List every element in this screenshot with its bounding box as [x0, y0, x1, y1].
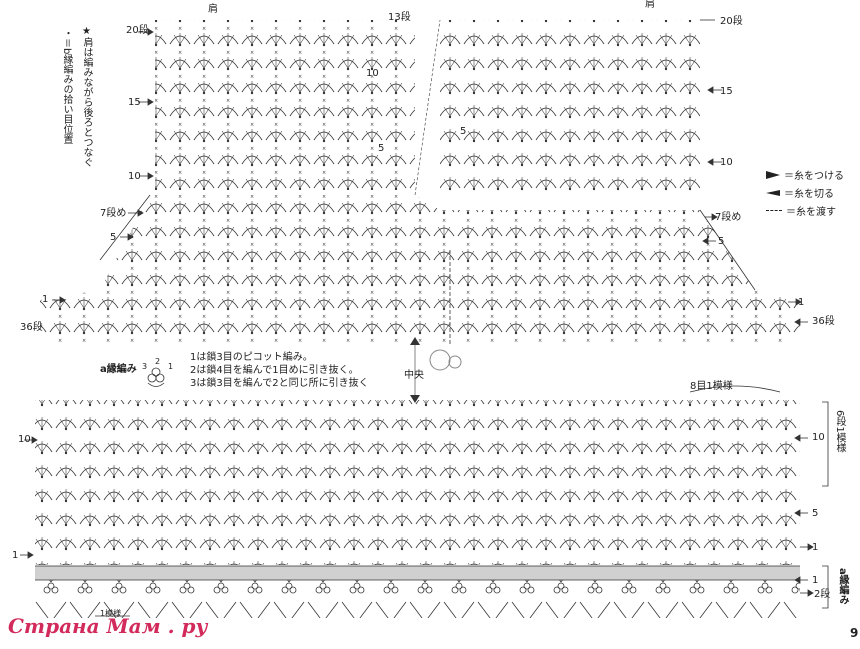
edging-num-3: 3: [142, 362, 148, 371]
row-20-left-label: 20段: [126, 25, 149, 36]
watermark: Страна Мам . ру: [8, 614, 208, 638]
edge-row-1-right-label: 1: [812, 575, 819, 586]
left-shoulder-panel: [155, 20, 415, 190]
repeat-8-label: 8目1模様: [690, 381, 733, 392]
right-shoulder-panel: [440, 20, 700, 195]
row-5-right-label: 5: [718, 236, 725, 247]
row-15-left-label: 15: [128, 97, 141, 108]
legend-carry: ＝糸を渡す: [766, 203, 836, 218]
a-edge-side-label: a縁編み: [837, 568, 848, 605]
edging-step-3: 3は鎖3目を編んで2と同じ所に引き抜く: [190, 378, 369, 389]
edging-num-1: 1: [168, 362, 174, 371]
edging-step-1: 1は鎖3目のピコット編み。: [190, 352, 313, 363]
inner-row-5-left-label: 5: [378, 143, 385, 154]
row-5-left-label: 5: [110, 232, 117, 243]
body-row-1-right-label: 1: [812, 542, 819, 553]
row-36-left-label: 36段: [20, 322, 43, 333]
edging-num-2: 2: [155, 357, 161, 366]
body-row-10-left-label: 10: [18, 434, 31, 445]
body-row-10-right-label: 10: [812, 432, 825, 443]
page-corner: 9: [850, 626, 859, 640]
row-10-left-label: 10: [128, 171, 141, 182]
legend-attach: ＝糸をつける: [766, 167, 844, 182]
row-36-right-label: 36段: [812, 316, 835, 327]
legend-cut: ＝糸を切る: [766, 185, 834, 200]
inner-row-10-label: 10: [366, 68, 379, 79]
shoulder-join-note: ★肩は編みながら後ろとつなぐ: [81, 26, 92, 167]
rows-repeat-label: 6段1模様: [834, 410, 845, 453]
yoke-panel: [40, 195, 800, 345]
edging-title: a縁編み: [100, 364, 137, 375]
row-1-left-label: 1: [42, 294, 49, 305]
edging-band: [35, 566, 800, 580]
row-1-right-label: 1: [798, 297, 805, 308]
row-7-right-label: 7段め: [715, 212, 742, 223]
edge-row-2-label: 2段: [814, 589, 831, 600]
body-row-5-right-label: 5: [812, 508, 819, 519]
pickup-position-note: ・＝b縁編みの拾い目位置: [61, 28, 72, 145]
legend-carry-text: ＝糸を渡す: [786, 207, 836, 218]
right-shoulder-label: 肩: [645, 0, 655, 10]
attach-yarn-icon: [766, 170, 780, 179]
row-13-label: 13段: [388, 12, 411, 23]
bottom-repeat-label: 1模様: [100, 609, 122, 618]
row-7-left-label: 7段め: [100, 208, 127, 219]
row-15-right-label: 15: [720, 86, 733, 97]
center-label: 中央: [404, 370, 424, 381]
left-shoulder-label: 肩: [208, 4, 218, 15]
carry-yarn-icon: [766, 210, 782, 211]
body-row-1-left-label: 1: [12, 550, 19, 561]
row-10-right-label: 10: [720, 157, 733, 168]
legend-cut-text: ＝糸を切る: [784, 189, 834, 200]
body-panel: [35, 400, 800, 565]
legend-attach-text: ＝糸をつける: [784, 171, 844, 182]
edging-step-2: 2は鎖4目を編んで1目めに引き抜く。: [190, 365, 359, 376]
row-20-right-label: 20段: [720, 16, 743, 27]
picot-edge: [35, 580, 800, 618]
cut-yarn-icon: [766, 189, 780, 196]
inner-row-5-right-label: 5: [460, 126, 467, 137]
